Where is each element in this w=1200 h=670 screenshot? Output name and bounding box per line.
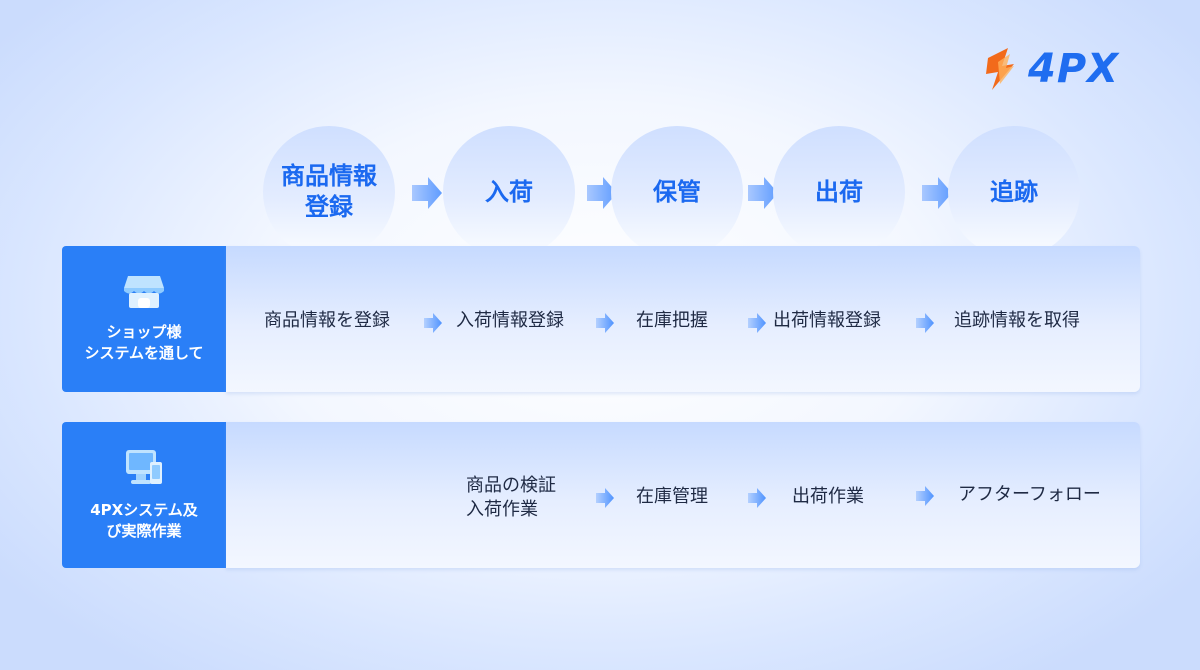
row-shop-system: ショップ様 システムを通して 商品情報を登録 入荷情報登録 在庫把握 出荷情報登… [62,246,1140,392]
chevron-right-icon [412,177,442,209]
stage-shipping: 出荷 [773,126,905,258]
chevron-right-icon [916,486,934,506]
row-label: 4PXシステム及 び実際作業 [62,422,226,568]
step-item: 出荷情報登録 [773,310,881,331]
step-item: 追跡情報を取得 [954,310,1080,331]
row-label: ショップ様 システムを通して [62,246,226,392]
stage-tracking: 追跡 [948,126,1080,258]
step-item: アフターフォロー [958,484,1101,505]
logo-mark-icon [986,48,1014,90]
stage-label: 保管 [653,177,701,206]
stage-label: 入荷 [485,177,533,206]
stage-label: 商品情報 登録 [281,162,377,221]
chevron-right-icon [748,313,766,333]
step-item: 商品の検証 入荷作業 [466,475,556,520]
chevron-right-icon [596,313,614,333]
monitor-devices-icon [126,450,162,484]
logo-text: 4PX [1028,46,1119,92]
chevron-right-icon [596,488,614,508]
step-item: 商品情報を登録 [264,310,390,331]
brand-logo: 4PX [984,44,1119,94]
stage-storage: 保管 [611,126,743,258]
row-label-text: 4PXシステム及 び実際作業 [90,501,198,540]
step-item: 在庫管理 [636,486,708,507]
chevron-right-icon [916,313,934,333]
stage-product-registration: 商品情報 登録 [263,126,395,258]
chevron-right-icon [424,313,442,333]
shop-icon [124,276,164,308]
row-label-text: ショップ様 システムを通して [84,323,204,362]
chevron-right-icon [748,488,766,508]
process-stages: 商品情報 登録 入荷 保管 出荷 追跡 [0,0,1200,258]
row-steps-panel: 商品情報を登録 入荷情報登録 在庫把握 出荷情報登録 追跡情報を取得 [226,246,1140,392]
stage-receiving: 入荷 [443,126,575,258]
row-steps-panel: 商品の検証 入荷作業 在庫管理 出荷作業 アフターフォロー [226,422,1140,568]
stage-label: 出荷 [815,177,863,206]
row-4px-system: 4PXシステム及 び実際作業 商品の検証 入荷作業 在庫管理 出荷作業 アフター… [62,422,1140,568]
stage-label: 追跡 [990,177,1038,206]
step-item: 出荷作業 [792,486,864,507]
chevron-right-icon [922,177,952,209]
step-item: 入荷情報登録 [456,310,564,331]
step-item: 在庫把握 [636,310,708,331]
chevron-right-icon [587,177,617,209]
chevron-right-icon [748,177,778,209]
